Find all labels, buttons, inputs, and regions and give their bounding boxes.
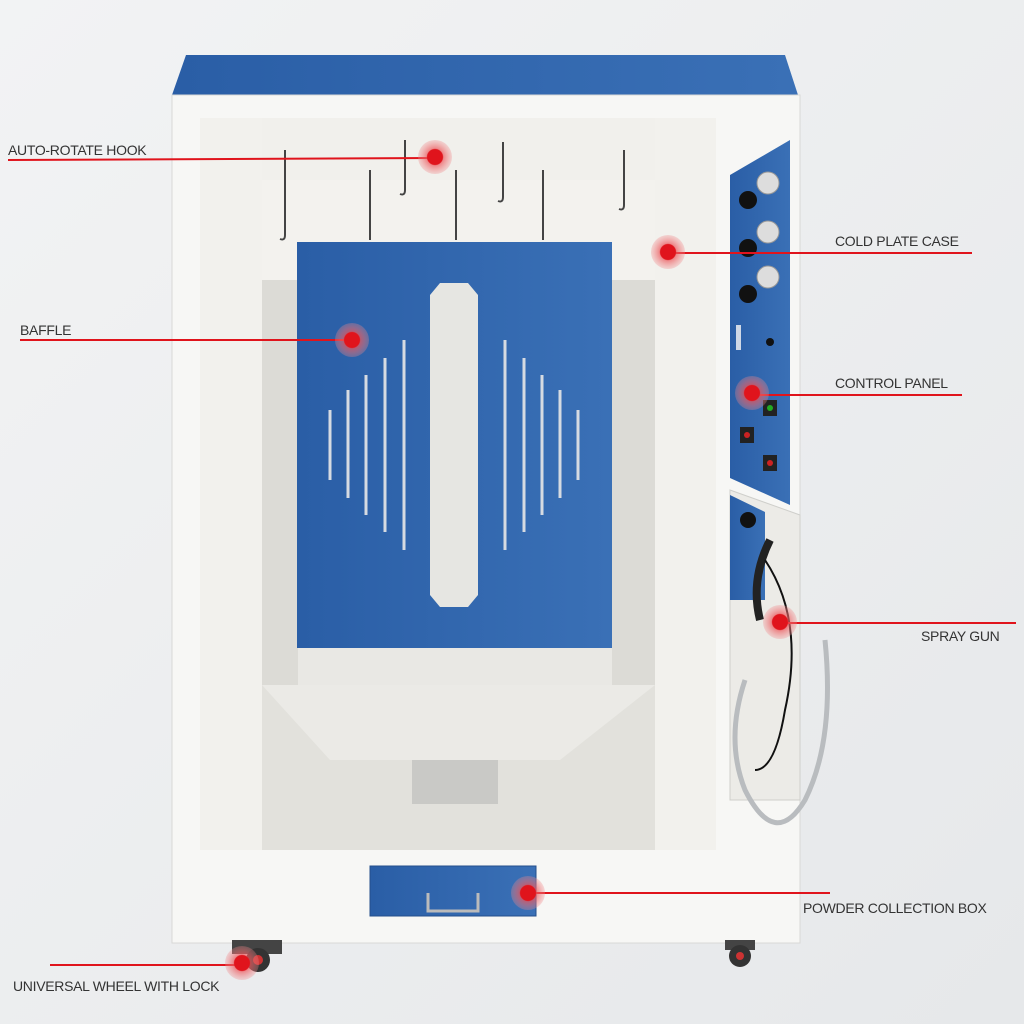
hook-leader-line — [7, 157, 436, 161]
wheel-label: UNIVERSAL WHEEL WITH LOCK — [13, 978, 220, 994]
wheel-marker — [225, 946, 259, 980]
control-panel — [730, 140, 790, 505]
powder-collection-drawer — [369, 865, 537, 917]
hook-marker — [418, 140, 452, 174]
baffle — [297, 242, 612, 648]
hook-label: AUTO-ROTATE HOOK — [8, 142, 147, 158]
cold-plate-marker — [651, 235, 685, 269]
hooks — [279, 140, 625, 241]
baffle-marker — [335, 323, 369, 357]
powder-box-marker — [511, 876, 545, 910]
spray-gun-label: SPRAY GUN — [921, 628, 999, 644]
control-panel-marker — [735, 376, 769, 410]
spray-gun — [752, 538, 774, 621]
spray-gun-compartment — [729, 489, 830, 826]
powder-box-label: POWDER COLLECTION BOX — [803, 900, 987, 916]
floor-grille — [412, 760, 498, 804]
cold-plate-label: COLD PLATE CASE — [835, 233, 959, 249]
control-panel-label: CONTROL PANEL — [835, 375, 948, 391]
spray-gun-marker — [763, 605, 797, 639]
baffle-label: BAFFLE — [20, 322, 71, 338]
top-lid — [172, 55, 798, 95]
